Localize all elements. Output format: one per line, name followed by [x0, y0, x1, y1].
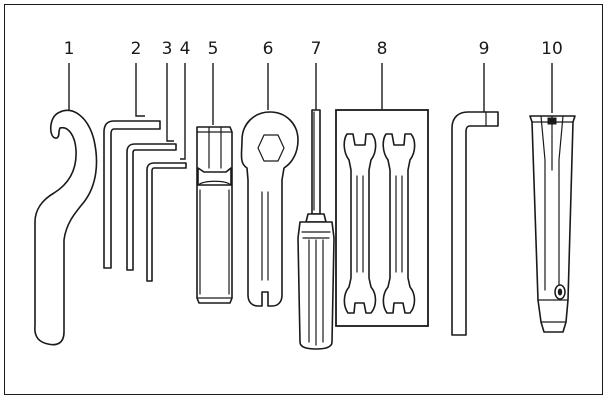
callout-5: 5: [208, 39, 219, 59]
socket-wrench: [196, 126, 233, 304]
callout-10: 10: [541, 39, 563, 59]
callout-1: 1: [64, 39, 75, 59]
diagram-border: [4, 4, 603, 395]
screwdriver: [297, 109, 335, 350]
callout-2: 2: [131, 39, 142, 59]
open-wrench-set: [335, 109, 429, 327]
spark-plug-wrench: [529, 115, 576, 333]
callout-9: 9: [479, 39, 490, 59]
hex-key-medium: [126, 143, 177, 271]
hex-key-small: [146, 162, 187, 282]
leader-lines: [68, 63, 553, 160]
hook-spanner-tool: [34, 109, 98, 346]
callout-4: 4: [180, 39, 191, 59]
callout-3: 3: [162, 39, 173, 59]
ring-spanner: [240, 111, 299, 307]
large-l-hex-key: [451, 111, 499, 336]
hex-key-large: [103, 120, 161, 269]
callout-6: 6: [263, 39, 274, 59]
callout-8: 8: [377, 39, 388, 59]
callout-7: 7: [311, 39, 322, 59]
